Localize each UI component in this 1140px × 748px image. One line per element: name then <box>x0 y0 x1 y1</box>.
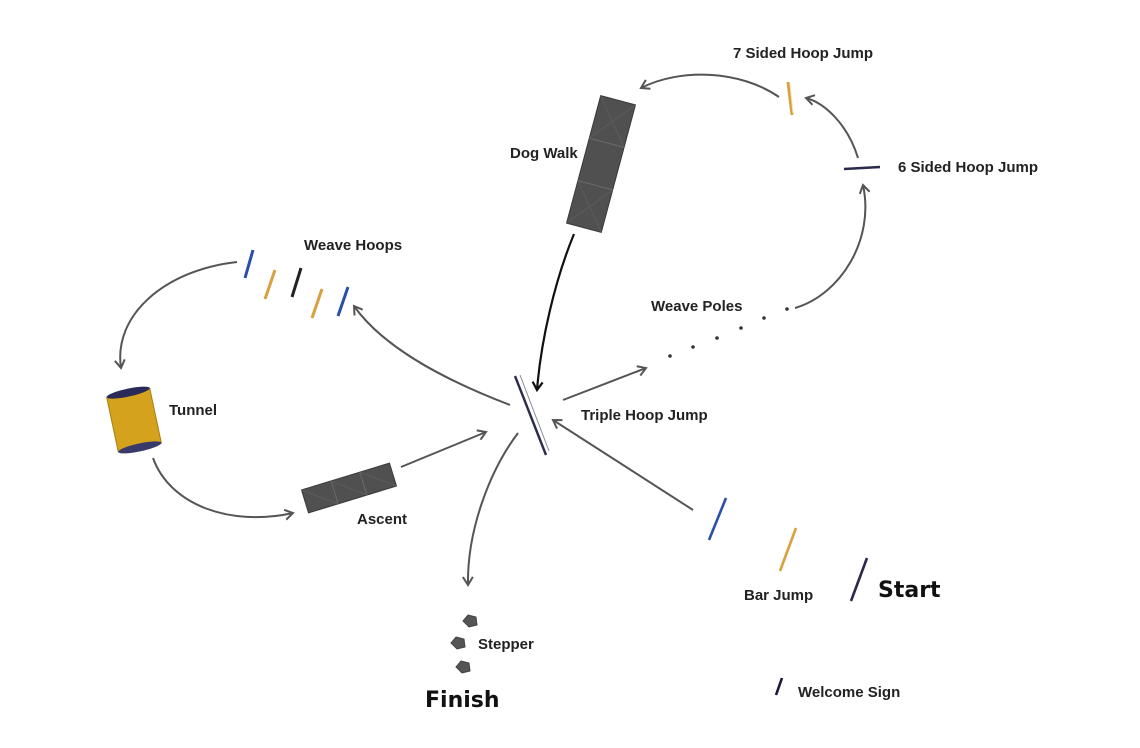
label-bar-jump: Bar Jump <box>744 587 813 604</box>
label-triple-hoop-jump: Triple Hoop Jump <box>581 407 708 424</box>
arrow-start-to-triple-hoop <box>551 418 694 511</box>
triple-hoop-jump <box>513 374 550 456</box>
stepper <box>450 614 478 674</box>
label-welcome-sign: Welcome Sign <box>798 684 900 701</box>
weave-poles <box>668 307 789 358</box>
course-path-arrows <box>114 73 871 587</box>
label-seven-sided-hoop-jump: 7 Sided Hoop Jump <box>733 45 873 62</box>
tunnel <box>106 386 162 454</box>
label-start: Start <box>878 578 941 603</box>
start-marker <box>849 557 869 602</box>
label-weave-poles: Weave Poles <box>651 298 742 315</box>
bar-jump <box>707 497 798 572</box>
label-six-sided-hoop-jump: 6 Sided Hoop Jump <box>898 159 1038 176</box>
label-stepper: Stepper <box>478 636 534 653</box>
welcome-sign <box>774 677 784 696</box>
label-tunnel: Tunnel <box>169 402 217 419</box>
arrow-tunnel-to-ascent <box>152 457 295 521</box>
arrow-dog-walk-to-triple-hoop <box>531 233 576 393</box>
arrow-triple-hoop-to-weave-hoops <box>352 304 511 406</box>
weave-hoops <box>243 249 350 319</box>
seven-sided-hoop-jump <box>786 81 794 116</box>
label-finish: Finish <box>425 688 500 713</box>
label-weave-hoops: Weave Hoops <box>304 237 402 254</box>
arrow-weave-poles-to-six-sided <box>794 183 871 309</box>
label-dog-walk: Dog Walk <box>510 145 578 162</box>
arrow-weave-hoops-to-tunnel <box>114 261 238 370</box>
ascent <box>300 462 398 514</box>
arrow-seven-sided-to-dog-walk <box>639 73 780 98</box>
arrow-six-sided-to-seven-sided <box>804 94 859 159</box>
dog-walk <box>565 94 637 234</box>
six-sided-hoop-jump <box>843 165 881 171</box>
arrow-triple-hoop-to-stepper <box>462 432 519 587</box>
arrow-ascent-to-triple-hoop <box>400 429 488 468</box>
label-ascent: Ascent <box>357 511 407 528</box>
arrow-triple-hoop-to-weave-poles <box>562 365 648 401</box>
